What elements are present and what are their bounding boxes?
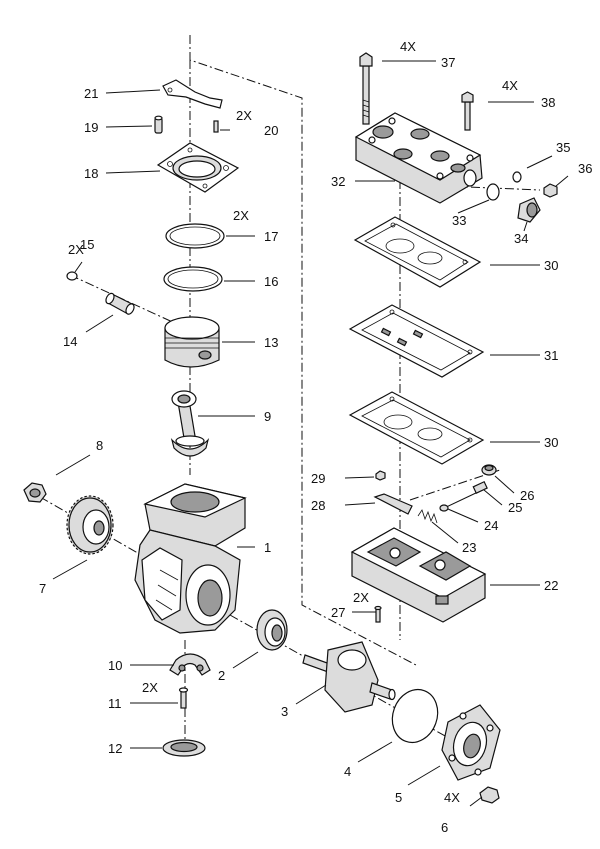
part-29-nut [375,470,386,481]
part-32-cylinder-head [354,112,483,204]
part-21-bracket [162,79,223,109]
callout-10: 10 [108,658,122,673]
part-3-crankshaft [302,641,396,713]
callout-27: 27 [331,605,345,620]
callout-11-qty: 2X [142,680,158,695]
part-13-piston [164,316,220,368]
part-6-bolt [469,786,500,807]
part-9-connecting-rod [170,390,210,457]
callout-2: 2 [218,668,225,683]
assembly-centerlines [39,35,541,751]
part-4-o-ring [391,688,439,744]
callout-17-qty: 2X [233,208,249,223]
callout-34: 34 [514,231,528,246]
callout-8: 8 [96,438,103,453]
leader-lines [52,60,569,786]
callout-20: 20 [264,123,278,138]
callout-12: 12 [108,741,122,756]
callout-4: 4 [344,764,351,779]
callout-36: 36 [578,161,592,176]
part-36-screw [543,183,558,198]
callout-37: 37 [441,55,455,70]
callout-30-lower: 30 [544,435,558,450]
part-34-plug [517,197,541,223]
callout-7: 7 [39,581,46,596]
part-20-dowel [213,120,219,133]
part-25-stem-cap [472,480,488,494]
callout-18: 18 [84,166,98,181]
callout-labels: 1 2 3 4 5 6 4X 7 8 9 10 11 2X 12 13 14 1… [39,39,592,835]
callout-17: 17 [264,229,278,244]
callout-15: 15 [80,237,94,252]
callout-27-qty: 2X [353,590,369,605]
part-30-gasket-upper [353,216,482,288]
part-16-ring [163,266,223,292]
part-24-valve-stem [439,491,479,512]
callout-19: 19 [84,120,98,135]
callout-25: 25 [508,500,522,515]
callout-38: 38 [541,95,555,110]
part-1-crankcase [134,483,247,634]
callout-29: 29 [311,471,325,486]
part-33-washer [486,183,500,201]
callout-28: 28 [311,498,325,513]
callout-14: 14 [63,334,77,349]
part-14-wrist-pin [105,292,135,315]
callout-30-upper: 30 [544,258,558,273]
callout-5: 5 [395,790,402,805]
part-17-ring [165,223,225,249]
callout-23: 23 [462,540,476,555]
part-22-valve-body [350,527,487,623]
callout-6: 6 [441,820,448,835]
part-10-bearing-cap [169,653,211,676]
callout-24: 24 [484,518,498,533]
part-18-gasket [156,142,240,193]
part-23-spring [417,509,438,524]
callout-33: 33 [452,213,466,228]
part-7-drive-gear [66,495,114,555]
callout-31: 31 [544,348,558,363]
callout-6-qty: 4X [444,790,460,805]
callout-35: 35 [556,140,570,155]
part-35-seal-ring [512,171,522,183]
part-5-end-cover [441,704,501,781]
callout-1: 1 [264,540,271,555]
part-37-bolt [359,52,373,125]
callout-16: 16 [264,274,278,289]
callout-20-qty: 2X [236,108,252,123]
callout-37-qty: 4X [400,39,416,54]
part-28-reed-stop [373,493,413,515]
part-27-screw [374,605,382,623]
part-26-plug [481,464,497,476]
part-12-cover-disc [162,739,206,757]
part-11-bolt [178,687,189,709]
part-2-seal [256,609,288,651]
part-15-circlip [66,271,78,281]
part-30-gasket-lower [348,391,485,465]
callout-3: 3 [281,704,288,719]
part-8-nut [23,482,47,503]
part-38-bolt [461,91,474,131]
callout-11: 11 [108,696,122,711]
callout-9: 9 [264,409,271,424]
callout-13: 13 [264,335,278,350]
callout-38-qty: 4X [502,78,518,93]
callout-32: 32 [331,174,345,189]
part-31-valve-plate [348,304,485,378]
callout-21: 21 [84,86,98,101]
part-19-dowel [154,115,163,134]
callout-22: 22 [544,578,558,593]
callout-15-qty: 2X [68,242,84,257]
callout-26: 26 [520,488,534,503]
